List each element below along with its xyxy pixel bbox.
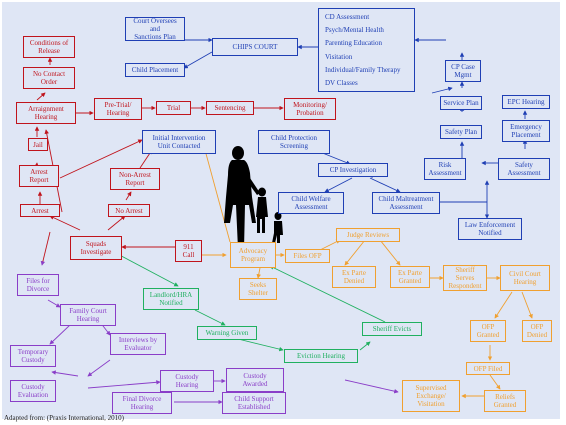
pretrial-hearing-box: Pre-Trial/ Hearing (94, 98, 142, 120)
squads-investigate-box: Squads Investigate (70, 236, 122, 260)
cp-investigation-box: CP Investigation (318, 163, 388, 177)
ofp-denied-box: OFP Denied (522, 320, 552, 342)
law-enforcement-notified-box: Law Enforcement Notified (458, 218, 522, 240)
seeks-shelter-box: Seeks Shelter (239, 278, 277, 300)
safety-plan-box: Safety Plan (440, 125, 482, 139)
service-item: Psych/Mental Health (325, 26, 384, 35)
files-for-divorce-box: Files for Divorce (17, 274, 59, 296)
ex-parte-denied-box: Ex Parte Denied (332, 266, 376, 288)
arraignment-hearing-box: Arraignment Hearing (16, 102, 76, 124)
no-contact-order-box: No Contact Order (23, 67, 75, 89)
sheriff-serves-box: Sheriff Serves Respondent (443, 265, 487, 291)
service-item: Visitation (325, 52, 353, 61)
eviction-hearing-box: Eviction Hearing (284, 349, 358, 363)
child-protection-screening-box: Child Protection Screening (258, 130, 330, 154)
child-maltreatment-assessment-box: Child Maltreatment Assessment (372, 192, 440, 214)
sheriff-evicts-box: Sheriff Evicts (362, 322, 422, 336)
family-court-hearing-box: Family Court Hearing (60, 304, 116, 326)
reliefs-granted-box: Reliefs Granted (484, 390, 526, 412)
initial-intervention-box: Initial Intervention Unit Contacted (142, 130, 216, 154)
judge-reviews-box: Judge Reviews (336, 228, 400, 242)
service-item: Parenting Education (325, 39, 382, 48)
epc-hearing-box: EPC Hearing (502, 95, 550, 109)
advocacy-program-box: Advocacy Program (230, 242, 276, 268)
child-welfare-assessment-box: Child Welfare Assessment (278, 192, 344, 214)
court-oversees-box: Court Oversees and Sanctions Plan (125, 17, 185, 41)
final-divorce-hearing-box: Final Divorce Hearing (112, 392, 172, 414)
custody-awarded-box: Custody Awarded (226, 368, 284, 392)
interviews-by-evaluator-box: Interviews by Evaluator (110, 333, 166, 355)
conditions-of-release-box: Conditions of Release (23, 36, 75, 58)
files-ofp-box: Files OFP (285, 249, 330, 263)
services-list-box: CD Assessment Psych/Mental Health Parent… (318, 8, 415, 92)
ofp-filed-box: OFP Filed (466, 362, 510, 375)
ofp-granted-box: OFP Granted (470, 320, 506, 342)
custody-hearing-box: Custody Hearing (160, 370, 214, 392)
child-protection-connectors (183, 37, 528, 219)
arrest-report-box: Arrest Report (19, 165, 59, 187)
safety-assessment-box: Safety Assessment (498, 158, 550, 180)
temporary-custody-box: Temporary Custody (10, 345, 56, 367)
criminal-connectors (34, 57, 284, 266)
risk-assessment-box: Risk Assessment (424, 158, 466, 180)
chips-court-box: CHIPS COURT (212, 38, 298, 56)
monitoring-probation-box: Monitoring/ Probation (284, 98, 336, 120)
trial-box: Trial (156, 101, 191, 115)
child-placement-box: Child Placement (125, 63, 185, 77)
emergency-placement-box: Emergency Placement (502, 120, 550, 142)
service-item: Individual/Family Therapy (325, 65, 401, 74)
jail-box: Jail (28, 138, 48, 151)
warning-given-box: Warning Given (197, 326, 257, 340)
ex-parte-granted-box: Ex Parte Granted (390, 266, 430, 288)
service-item: CD Assessment (325, 13, 370, 21)
arrest-box: Arrest (20, 204, 60, 217)
service-item: DV Classes (325, 78, 358, 87)
911-call-box: 911 Call (175, 240, 202, 262)
civil-court-hearing-box: Civil Court Hearing (500, 265, 550, 291)
source-caption: Adapted from: (Praxis International, 201… (4, 414, 124, 422)
family-silhouette-icon (224, 146, 283, 249)
cp-case-mgmt-box: CP Case Mgmt (445, 60, 481, 82)
no-arrest-box: No Arrest (108, 204, 150, 217)
custody-evaluation-box: Custody Evaluation (10, 380, 56, 402)
sentencing-box: Sentencing (206, 101, 254, 115)
supervised-exchange-box: Supervised Exchange/ Visitation (402, 380, 460, 412)
service-plan-box: Service Plan (440, 96, 482, 110)
child-support-established-box: Child Support Established (222, 392, 286, 414)
non-arrest-report-box: Non-Arrest Report (110, 168, 160, 190)
landlord-hra-notified-box: Landlord/HRA Notified (143, 288, 199, 310)
